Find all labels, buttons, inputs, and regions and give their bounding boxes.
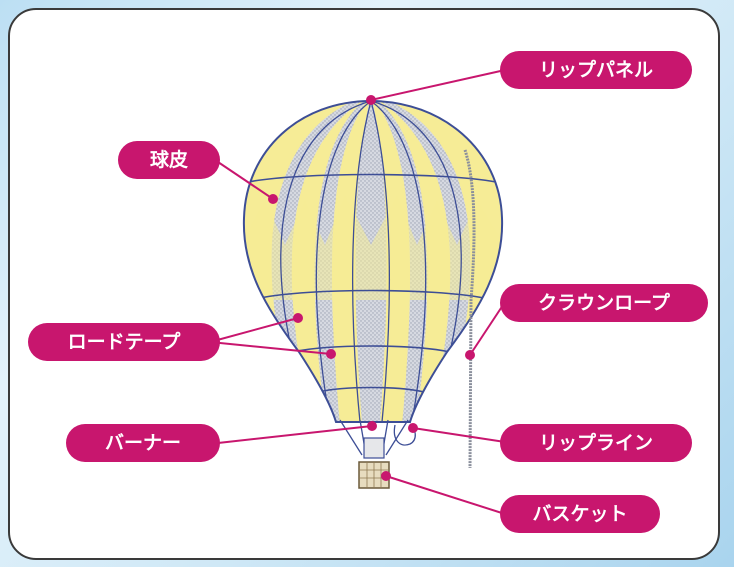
balloon-envelope: [242, 99, 504, 423]
crown-rope: [463, 149, 476, 469]
leader-lines: [209, 69, 506, 515]
label-rip-line: リップライン: [500, 424, 692, 462]
label-burner: バーナー: [66, 424, 220, 462]
burner: [363, 437, 385, 459]
pointer-dots: [268, 95, 475, 481]
label-envelope: 球皮: [118, 141, 220, 179]
label-crown-rope: クラウンロープ: [500, 284, 708, 322]
label-rip-panel: リップパネル: [500, 51, 692, 89]
label-basket: バスケット: [500, 495, 660, 533]
label-load-tape: ロードテープ: [28, 323, 220, 361]
